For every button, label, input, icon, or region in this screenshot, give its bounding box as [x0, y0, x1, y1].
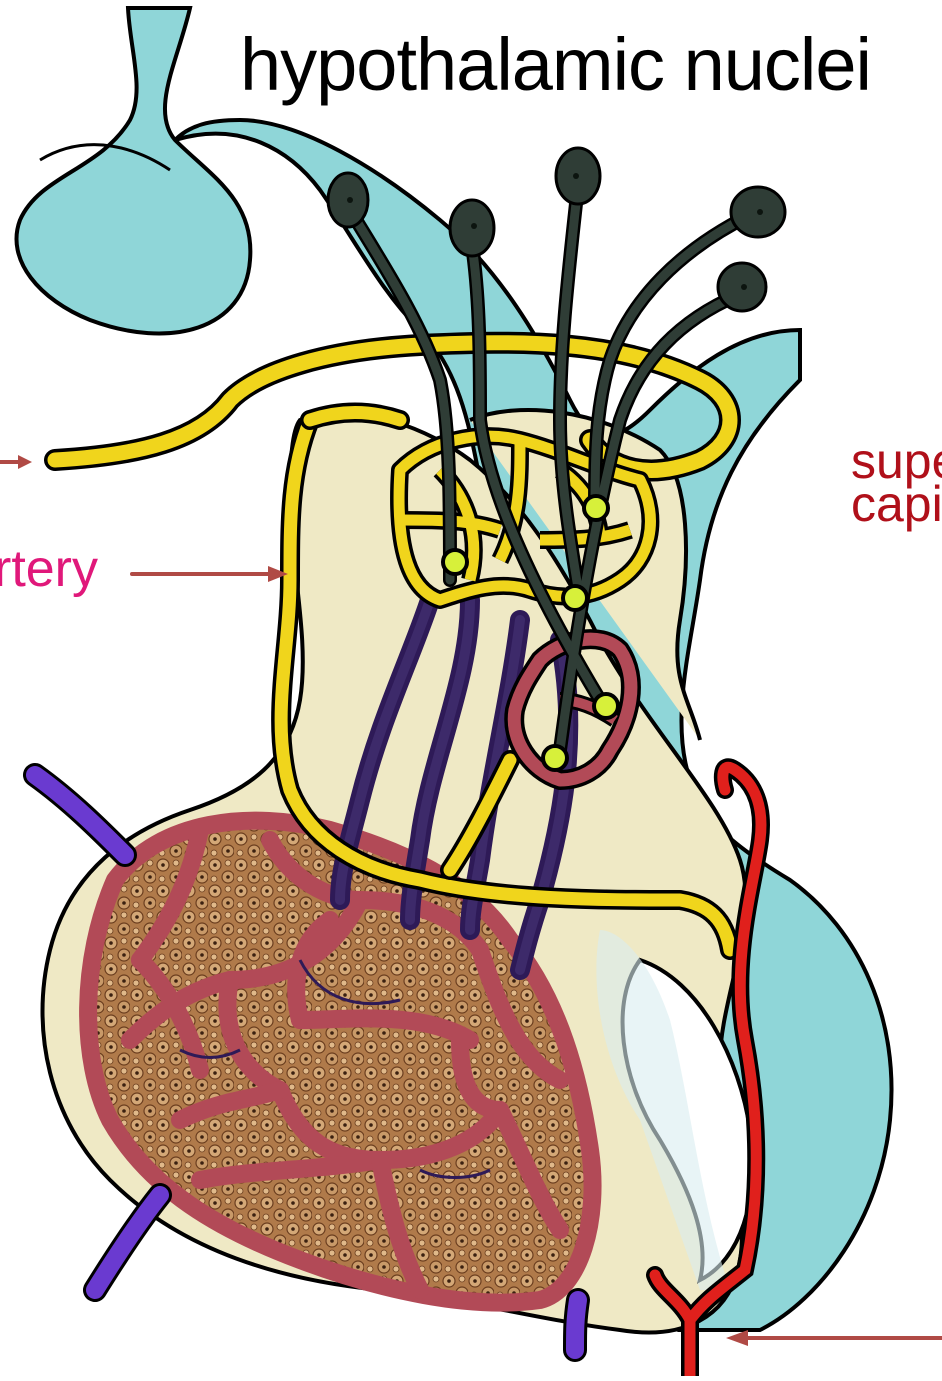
- superior-label-line-2: capi: [851, 479, 942, 529]
- artery-label: rtery: [0, 543, 98, 595]
- diagram-title: hypothalamic nuclei: [240, 28, 871, 102]
